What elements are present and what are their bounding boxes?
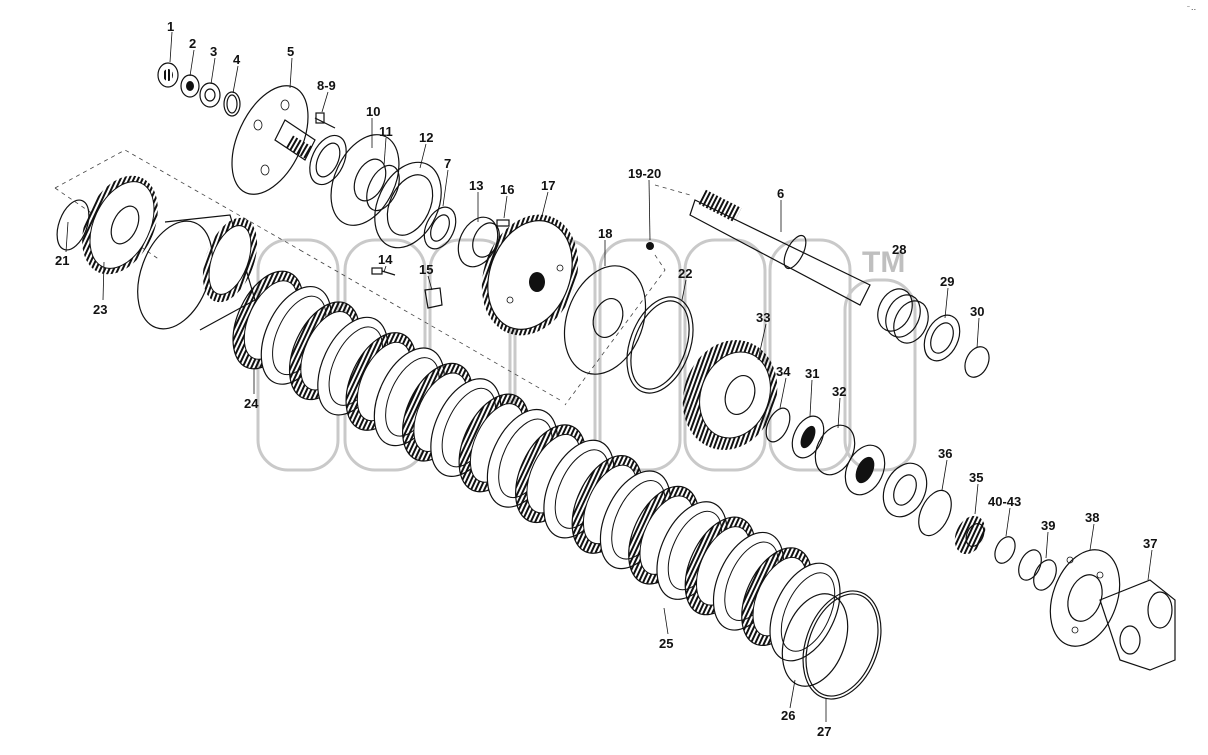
callout-22: 22 xyxy=(678,266,692,281)
callout-36: 36 xyxy=(938,446,952,461)
part-bolt-14 xyxy=(371,267,396,276)
callout-16: 16 xyxy=(500,182,514,197)
part-ring-26 xyxy=(781,593,849,687)
callout-34: 34 xyxy=(776,364,791,379)
part-bearing-b xyxy=(882,462,928,518)
callout-28: 28 xyxy=(892,242,906,257)
part-ball-19-20 xyxy=(646,242,654,250)
part-plate-10 xyxy=(330,134,400,226)
callout-3: 3 xyxy=(210,44,217,59)
callout-11: 11 xyxy=(379,124,393,139)
callout-4: 4 xyxy=(233,52,241,67)
callout-18: 18 xyxy=(598,226,612,241)
part-piston-23 xyxy=(82,175,158,275)
corner-mark: ⁻‥ xyxy=(1186,4,1196,13)
callout-5: 5 xyxy=(287,44,294,59)
clutch-disc-stack xyxy=(232,270,841,662)
callout-29: 29 xyxy=(940,274,954,289)
part-clip-30 xyxy=(964,346,990,378)
disc-bore xyxy=(780,572,836,652)
callout-12: 12 xyxy=(419,130,433,145)
callout-33: 33 xyxy=(756,310,770,325)
callout-27: 27 xyxy=(817,724,831,739)
part-ring-4 xyxy=(223,91,241,117)
part-gear-17 xyxy=(481,214,579,336)
callout-23: 23 xyxy=(93,302,107,317)
callout-40-43: 40-43 xyxy=(988,494,1021,509)
part-ring-29 xyxy=(923,314,961,362)
part-bolt-8-9 xyxy=(314,112,336,129)
part-plate-38 xyxy=(1049,549,1121,647)
part-ring-34 xyxy=(765,407,791,443)
part-yoke-37 xyxy=(1099,579,1176,671)
part-rings-39 xyxy=(1018,549,1057,591)
part-seal-7 xyxy=(423,206,457,250)
callout-32: 32 xyxy=(832,384,846,399)
part-ring-32 xyxy=(814,424,856,476)
watermark-tm: TM xyxy=(862,246,905,279)
callout-17: 17 xyxy=(541,178,555,193)
callout-38: 38 xyxy=(1085,510,1099,525)
part-nut-40-43 xyxy=(994,536,1016,564)
part-shaft-6 xyxy=(689,189,871,306)
callout-8-9: 8-9 xyxy=(317,78,336,93)
part-drum xyxy=(137,214,258,331)
callout-19-20: 19-20 xyxy=(628,166,661,181)
callout-35: 35 xyxy=(969,470,983,485)
part-nut-1 xyxy=(157,62,179,88)
callout-39: 39 xyxy=(1041,518,1055,533)
callout-31: 31 xyxy=(805,366,819,381)
callout-6: 6 xyxy=(777,186,784,201)
part-bearing-a xyxy=(844,444,886,496)
part-bracket-15 xyxy=(424,287,443,309)
callout-10: 10 xyxy=(366,104,380,119)
callout-21: 21 xyxy=(55,253,69,268)
part-flange-5 xyxy=(231,85,316,195)
part-washer-3 xyxy=(199,82,221,108)
callout-24: 24 xyxy=(244,396,259,411)
part-gear-33 xyxy=(682,340,778,450)
callout-15: 15 xyxy=(419,262,433,277)
part-plate-12 xyxy=(374,161,442,249)
callout-14: 14 xyxy=(378,252,393,267)
part-pin-16 xyxy=(496,219,510,227)
callout-26: 26 xyxy=(781,708,795,723)
part-ring-27 xyxy=(802,590,882,700)
part-disc-18 xyxy=(563,265,647,375)
callout-37: 37 xyxy=(1143,536,1157,551)
part-seal-36 xyxy=(918,489,952,537)
callout-13: 13 xyxy=(469,178,483,193)
callout-7: 7 xyxy=(444,156,451,171)
part-seal-7a xyxy=(309,134,347,186)
part-spring-28 xyxy=(877,288,929,344)
part-bearing-31 xyxy=(791,415,825,459)
part-bearing-35 xyxy=(954,515,986,555)
part-washer-2 xyxy=(180,74,200,98)
part-ring-22 xyxy=(626,296,694,394)
callout-30: 30 xyxy=(970,304,984,319)
callout-2: 2 xyxy=(189,36,196,51)
callouts: 1 2 3 4 5 8-9 10 11 12 7 13 16 17 19-20 … xyxy=(55,19,1157,739)
part-ring-11 xyxy=(366,164,400,212)
callout-1: 1 xyxy=(167,19,174,34)
callout-25: 25 xyxy=(659,636,673,651)
